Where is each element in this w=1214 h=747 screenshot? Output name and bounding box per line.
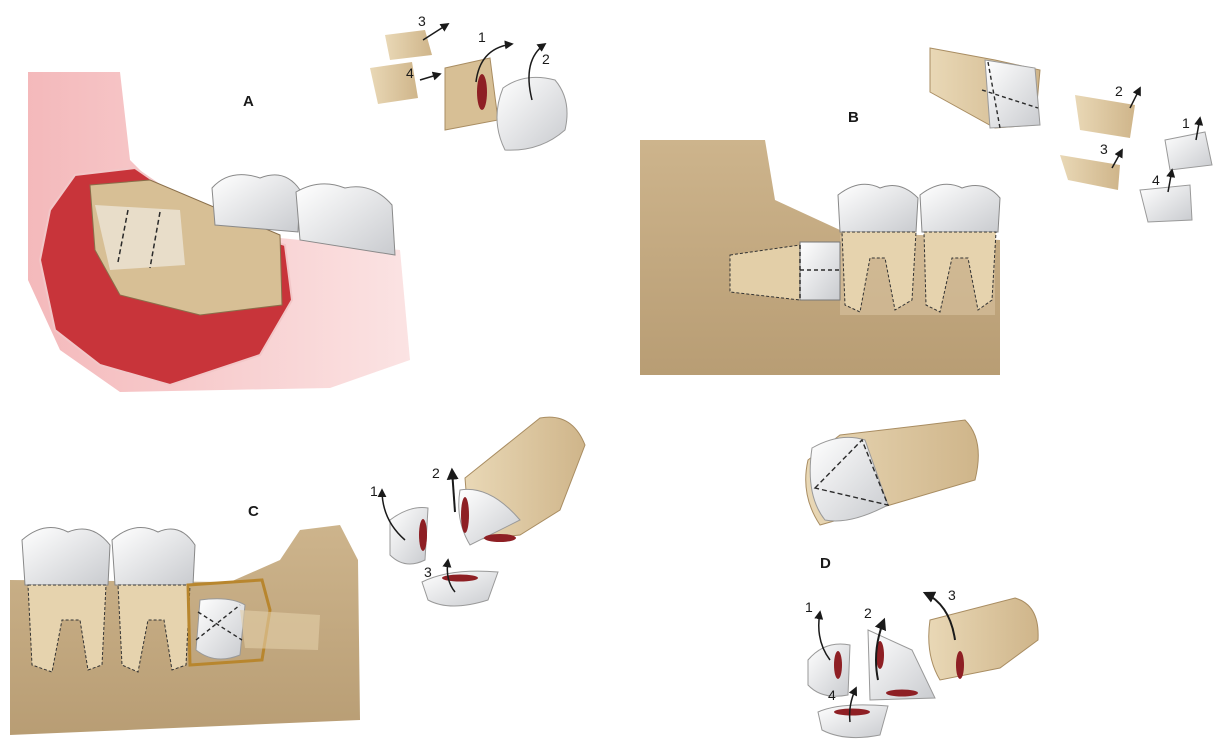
step-label: 4 [828,687,836,703]
sectioned-pieces-d: 1 2 3 4 [805,587,1038,738]
sectioned-pieces-a: 3 4 1 2 [370,13,567,150]
step-label: 1 [805,599,813,615]
step-label: 1 [1182,115,1190,131]
crown-piece-2 [497,77,567,150]
step-label: 2 [432,465,440,481]
middle-section-1 [445,58,498,130]
panel-b: B 2 3 1 4 [640,48,1212,375]
crown-piece-1 [1165,132,1212,170]
step-label: 3 [948,587,956,603]
panel-label-d: D [820,555,831,572]
root-piece-3 [385,30,432,60]
panel-a: A 3 4 1 2 [28,13,567,392]
step-label: 4 [406,65,414,81]
step-label: 2 [864,605,872,621]
step-label: 2 [542,51,550,67]
step-label: 1 [370,483,378,499]
panel-label-b: B [848,109,859,126]
step-label: 1 [478,29,486,45]
step-label: 3 [424,564,432,580]
neighbor-molar-a1 [212,175,300,232]
panel-c: C 1 2 3 [10,417,585,735]
panel-d: D 1 2 3 4 [805,420,1038,738]
panel-label-c: C [248,503,259,520]
impacted-tooth-c [196,599,245,659]
root-piece-3 [1060,155,1120,190]
step-label: 3 [1100,141,1108,157]
step-label: 4 [1152,172,1160,188]
cut-surface [477,74,487,110]
tooth-crown-a [95,205,185,270]
step-label: 2 [1115,83,1123,99]
sectioned-pieces-c: 1 2 3 [370,417,585,606]
crown-piece-4 [1140,185,1192,222]
root-piece-2 [1075,95,1135,138]
panel-label-a: A [243,93,254,110]
step-label: 3 [418,13,426,29]
